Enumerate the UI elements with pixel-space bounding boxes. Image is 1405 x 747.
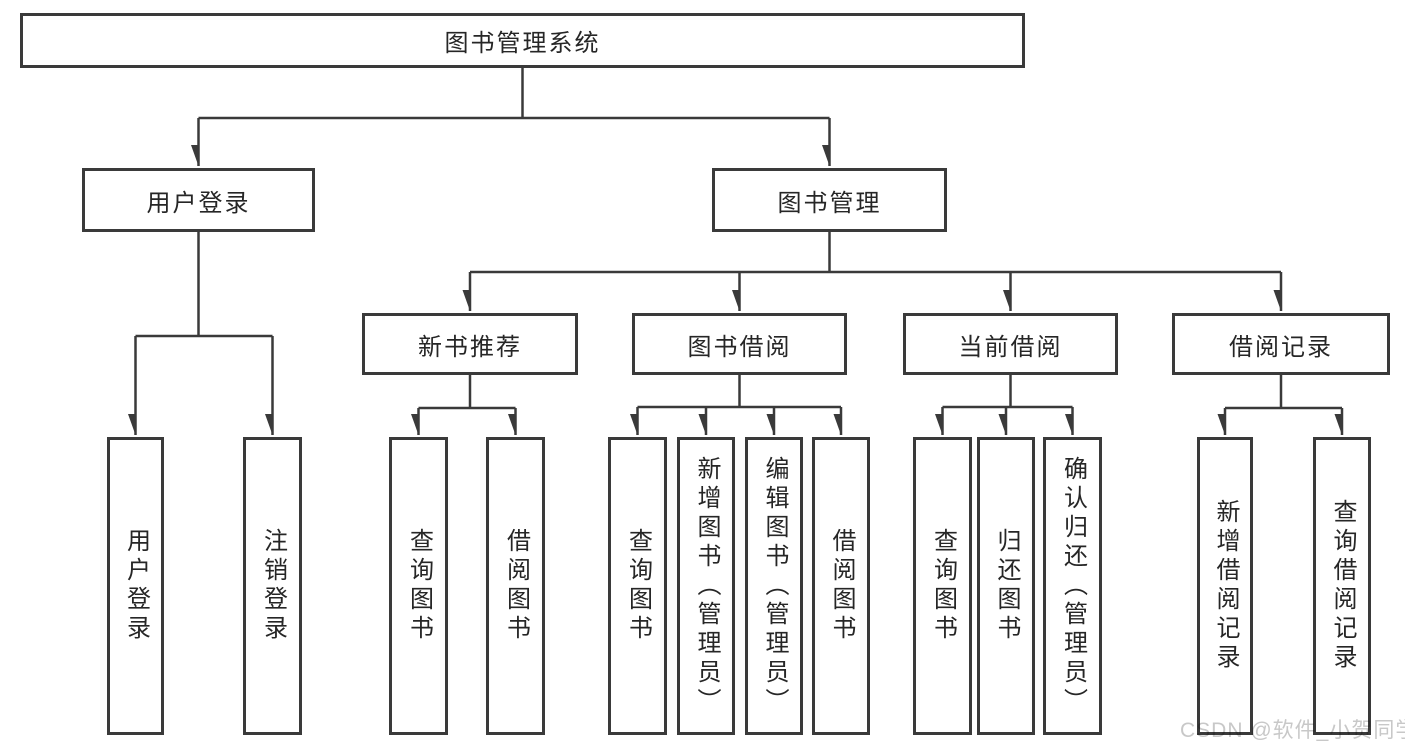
leaf-edit-book-admin: 编辑图书（管理员）	[745, 437, 803, 735]
node-label: 借阅记录	[1229, 333, 1333, 361]
leaf-user-login: 用户登录	[107, 437, 164, 735]
leaf-label: 新增借阅记录	[1212, 499, 1239, 673]
leaf-query-borrow-record: 查询借阅记录	[1313, 437, 1371, 735]
leaf-confirm-return-admin: 确认归还（管理员）	[1043, 437, 1102, 735]
leaf-query-books-3: 查询图书	[913, 437, 972, 735]
leaf-label: 借阅图书	[828, 528, 855, 644]
leaf-query-books-2: 查询图书	[608, 437, 667, 735]
node-label: 新书推荐	[418, 333, 522, 361]
leaf-label: 编辑图书（管理员）	[761, 455, 788, 717]
leaf-query-books-1: 查询图书	[389, 437, 448, 735]
leaf-borrow-books-1: 借阅图书	[486, 437, 545, 735]
leaf-add-book-admin: 新增图书（管理员）	[677, 437, 735, 735]
node-label: 图书管理	[777, 189, 882, 217]
node-library-management-system: 图书管理系统	[20, 13, 1025, 68]
node-label: 当前借阅	[958, 333, 1063, 361]
leaf-label: 查询借阅记录	[1329, 499, 1356, 673]
leaf-label: 确认归还（管理员）	[1059, 455, 1087, 717]
node-book-borrow: 图书借阅	[632, 313, 847, 375]
leaf-label: 借阅图书	[502, 528, 530, 644]
node-current-borrow: 当前借阅	[903, 313, 1118, 375]
leaf-logout: 注销登录	[243, 437, 302, 735]
node-label: 用户登录	[146, 189, 251, 217]
leaf-label: 查询图书	[624, 528, 652, 644]
leaf-return-book: 归还图书	[977, 437, 1035, 735]
leaf-label: 用户登录	[122, 528, 150, 644]
leaf-add-borrow-record: 新增借阅记录	[1197, 437, 1253, 735]
csdn-watermark: CSDN @软件_小贺同学	[1180, 719, 1405, 742]
node-book-management: 图书管理	[712, 168, 947, 232]
leaf-label: 归还图书	[993, 528, 1020, 644]
leaf-label: 注销登录	[259, 528, 287, 644]
node-label: 图书借阅	[687, 333, 792, 361]
leaf-label: 查询图书	[405, 528, 433, 644]
leaf-label: 新增图书（管理员）	[693, 455, 720, 717]
leaf-label: 查询图书	[929, 528, 957, 644]
node-label: 图书管理系统	[444, 30, 601, 57]
leaf-borrow-books-2: 借阅图书	[812, 437, 870, 735]
node-borrow-records: 借阅记录	[1172, 313, 1390, 375]
node-user-login: 用户登录	[82, 168, 315, 232]
node-new-book-recommend: 新书推荐	[362, 313, 578, 375]
